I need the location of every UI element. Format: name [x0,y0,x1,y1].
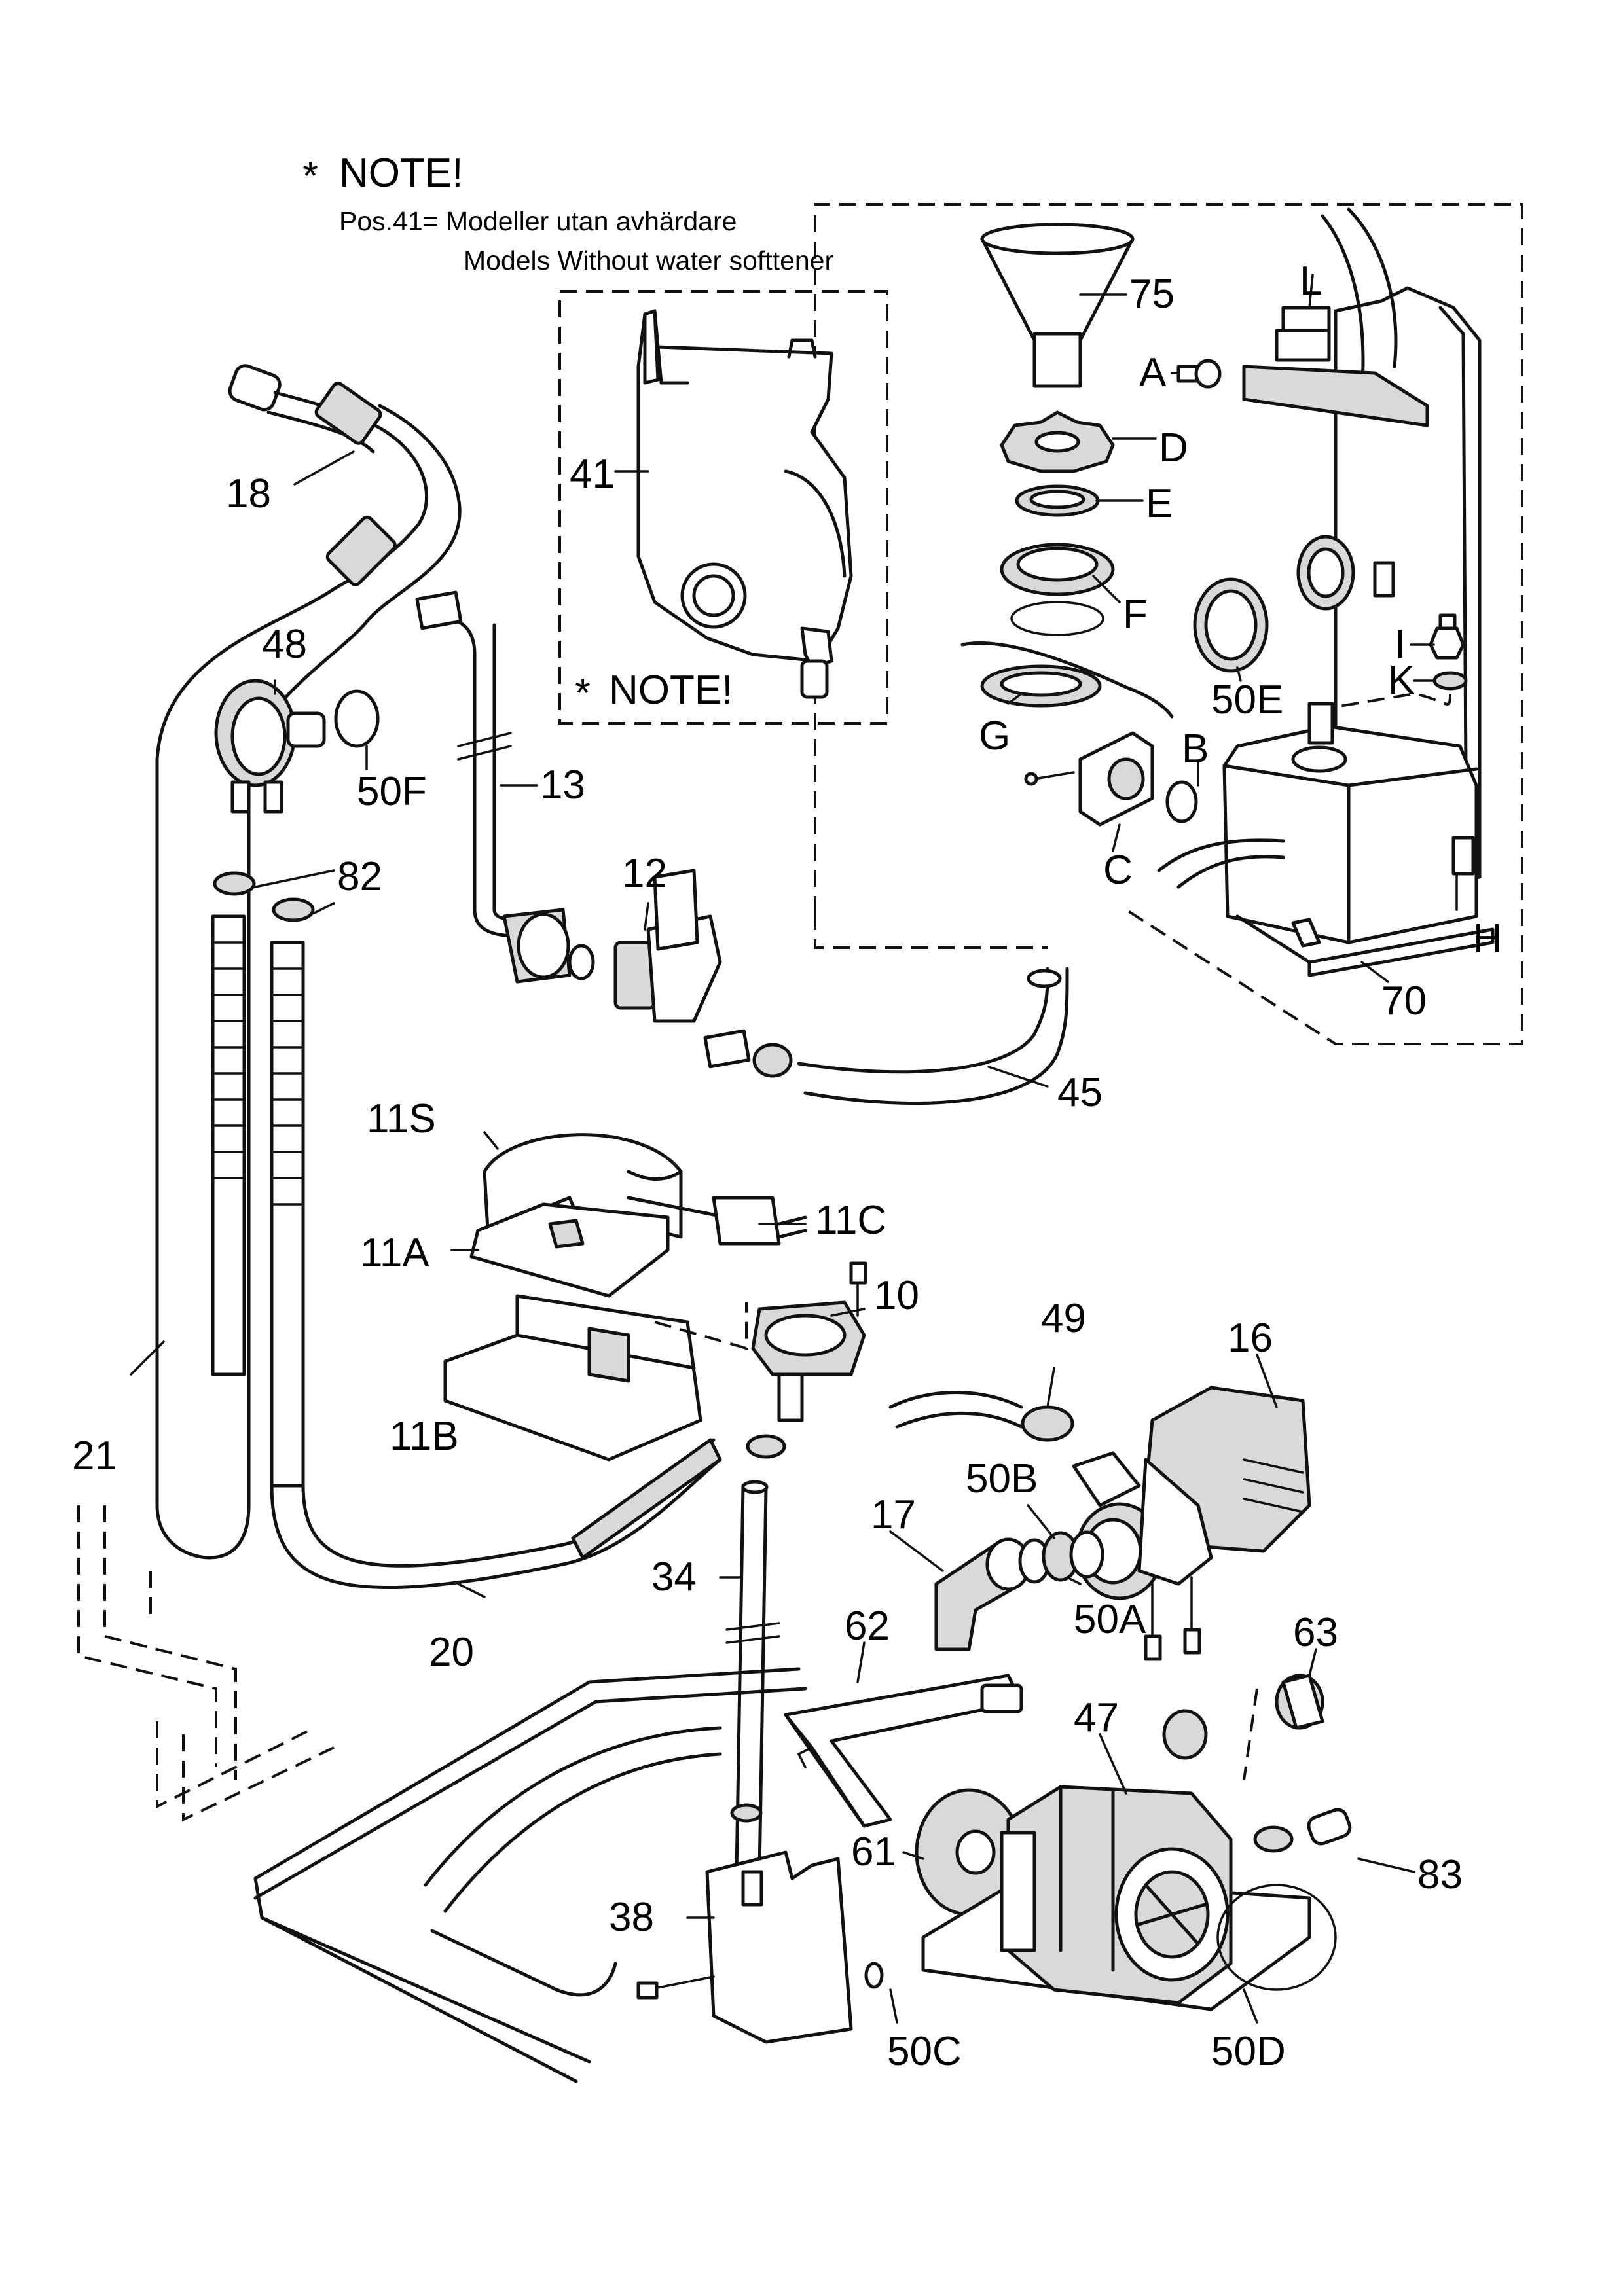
callout-13: 13 [540,762,585,808]
callout-16: 16 [1228,1316,1273,1361]
callout-83: 83 [1417,1852,1463,1897]
spacer-dashed-link [1243,1688,1258,1781]
callout-G: G [979,713,1010,759]
callout-75: 75 [1129,272,1175,317]
part-D-star-cap [1000,410,1115,473]
leader-lines [130,274,1458,2024]
hose-corrugated-ends [211,914,305,1488]
part-10-pressure-switch [751,1261,867,1422]
base-pan [77,1505,807,2083]
callout-47: 47 [1074,1695,1119,1740]
part-C-valve [1024,731,1154,827]
part-11B-box [443,1294,702,1462]
callout-11B: 11B [390,1414,459,1459]
callout-11C: 11C [815,1198,886,1243]
callout-34: 34 [651,1554,697,1600]
callout-E: E [1146,481,1173,526]
callout-B: B [1182,726,1209,772]
note-star: * [302,154,318,199]
softener-connector-dashed [814,913,1048,949]
part-I-bolt [1429,613,1465,660]
part-38-holder [636,1803,853,2044]
part-50F-o-ring [334,689,380,748]
part-48-air-break [214,679,326,814]
callout-50F: 50F [357,769,427,814]
part-63-spacer [1162,1674,1324,1760]
callout-50C: 50C [887,2029,962,2074]
note-block: * NOTE! Pos.41= Modeller utan avhärdare … [302,151,833,276]
callout-38: 38 [609,1895,654,1940]
inset-note-star: * [575,671,591,716]
callout-18: 18 [226,471,271,516]
tank-hose [1157,838,1285,872]
note-title: NOTE! [339,151,463,196]
callout-H: H [1473,916,1503,961]
note-line-1: Pos.41= Modeller utan avhärdare [339,206,737,236]
part-12-inlet-valve [502,869,793,1078]
part-20-drain-hose [270,1438,722,1589]
part-70-salt-tank [1222,702,1495,977]
part-11A-plate [469,1202,670,1298]
callout-labels: 75 L A D E F 50E I K G B C H 70 41 * NOT… [72,259,1503,2074]
callout-A: A [1139,350,1167,395]
callout-K: K [1388,658,1415,703]
part-41-softener-bypass [636,309,853,699]
callout-50D: 50D [1211,2029,1286,2074]
switch-dashed-link [654,1302,748,1350]
part-G-gasket [960,641,1174,719]
part-61-flange [915,1788,1023,1916]
softener-dashed-box [814,203,1523,1045]
callout-D: D [1159,425,1188,471]
part-F-locking-ring [1000,543,1115,636]
callout-45: 45 [1057,1070,1103,1115]
part-82-clip-right [272,897,315,922]
callout-62: 62 [845,1604,890,1649]
part-13-hose [415,590,519,938]
note-line-2: Models Without water softtener [464,245,833,276]
part-62-bracket [784,1674,1023,1828]
callout-F: F [1123,592,1148,637]
part-18-21-inlet-hose [155,364,462,1560]
part-83-sleeve [1253,1808,1352,1853]
part-50C-o-ring [864,1962,884,1989]
part-50D-o-ring [1216,1884,1337,1991]
callout-I: I [1395,622,1406,667]
callout-20: 20 [429,1630,474,1675]
callout-50E: 50E [1211,677,1283,723]
callout-50A: 50A [1074,1597,1146,1642]
callout-11A: 11A [360,1230,429,1276]
callout-11S: 11S [367,1096,436,1141]
callout-63: 63 [1293,1610,1338,1655]
callout-70: 70 [1381,978,1427,1024]
part-16-pump-housing [1072,1386,1311,1661]
part-45-hose [797,967,1069,1105]
part-K-washer [1432,671,1468,691]
part-49-clip [888,1391,1074,1442]
callout-17: 17 [871,1492,916,1537]
part-B-o-ring [1165,780,1198,823]
callout-C: C [1103,848,1133,893]
note-inset-dashed-box [558,290,888,725]
callout-L: L [1300,259,1322,304]
callout-50B: 50B [966,1456,1038,1501]
callout-49: 49 [1041,1296,1086,1341]
callout-48: 48 [262,622,307,667]
part-47-motor [921,1785,1311,2011]
part-50A-o-ring [1069,1530,1104,1579]
callout-61: 61 [851,1829,896,1874]
part-17-elbow [934,1537,1051,1651]
part-11C-microswitch [627,1196,807,1246]
callout-21: 21 [72,1433,117,1479]
callout-82: 82 [337,854,382,899]
part-75-funnel [980,223,1135,388]
callout-10: 10 [874,1273,919,1318]
part-82-clip-left [213,871,256,896]
callout-12: 12 [622,851,667,896]
callout-41: 41 [570,452,615,497]
inset-note-title: NOTE! [609,668,733,713]
part-A-screw [1176,359,1222,389]
